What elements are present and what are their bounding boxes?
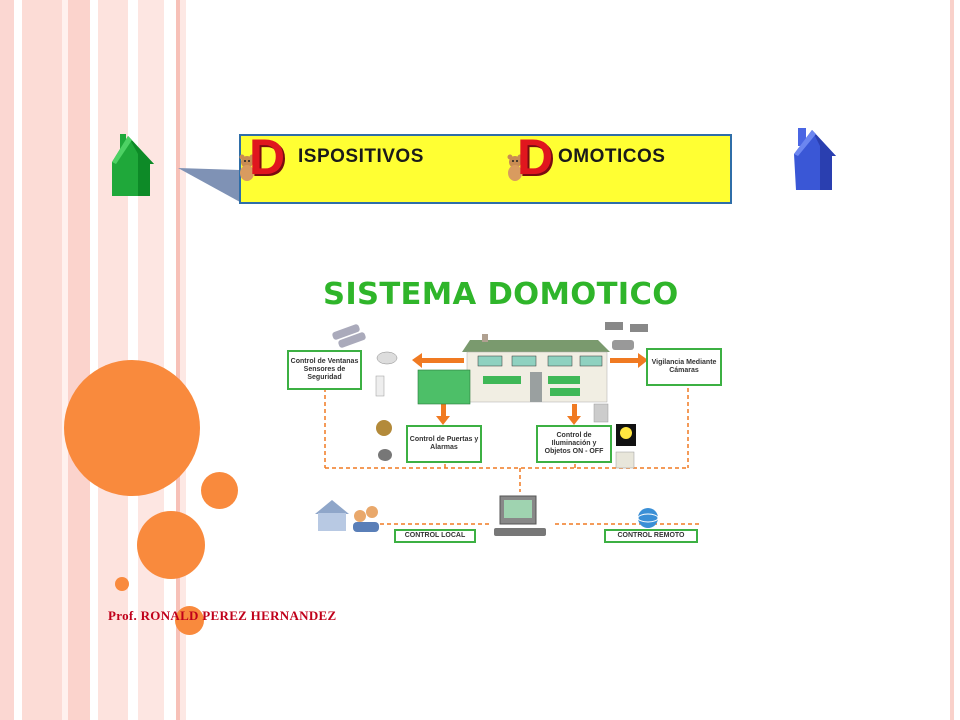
big-d-letter-2: D D (517, 132, 555, 182)
author-credit: Prof. RONALD PEREZ HERNANDEZ (108, 608, 337, 623)
stripe (22, 0, 62, 720)
bear-icon (239, 154, 255, 181)
box-control-ventanas: Control de Ventanas Sensores de Segurida… (287, 350, 362, 390)
stripe (68, 0, 90, 720)
svg-text:D: D (519, 132, 555, 182)
stripe (14, 0, 22, 720)
big-d-letter-1: D D (249, 132, 287, 182)
stripe (90, 0, 98, 720)
big-orange-circle (64, 360, 200, 496)
house-illustration (417, 334, 610, 405)
banner-callout (178, 168, 240, 202)
device-icons (315, 322, 659, 536)
stripe (180, 0, 186, 720)
stripe (0, 0, 14, 720)
medium-orange-circle (137, 511, 205, 579)
tiny-orange-circle (115, 577, 129, 591)
diagram-title: SISTEMA DOMOTICO (323, 277, 679, 312)
green-house-icon (112, 134, 154, 196)
box-control-iluminacion: Control de Iluminación y Objetos ON - OF… (536, 425, 612, 463)
bottom-orange-circle (175, 606, 204, 635)
label-control-remoto: CONTROL REMOTO (604, 529, 698, 543)
label-control-local: CONTROL LOCAL (394, 529, 476, 543)
small-orange-circle (201, 472, 238, 509)
title-banner: D D ISPOSITIVOS D D OMOTICOS (239, 132, 732, 204)
svg-text:D: D (249, 132, 285, 182)
svg-text:D: D (251, 132, 287, 182)
bear-icon (507, 154, 523, 181)
box-vigilancia: Vigilancia Mediante Cámaras (646, 348, 722, 386)
title-word-1: ISPOSITIVOS (298, 146, 424, 167)
box-control-puertas: Control de Puertas y Alarmas (406, 425, 482, 463)
svg-text:D: D (517, 132, 553, 182)
right-border-line (950, 0, 954, 720)
stripe (62, 0, 68, 720)
blue-house-icon (794, 128, 836, 190)
stripe (176, 0, 180, 720)
title-word-2: OMOTICOS (558, 146, 666, 167)
